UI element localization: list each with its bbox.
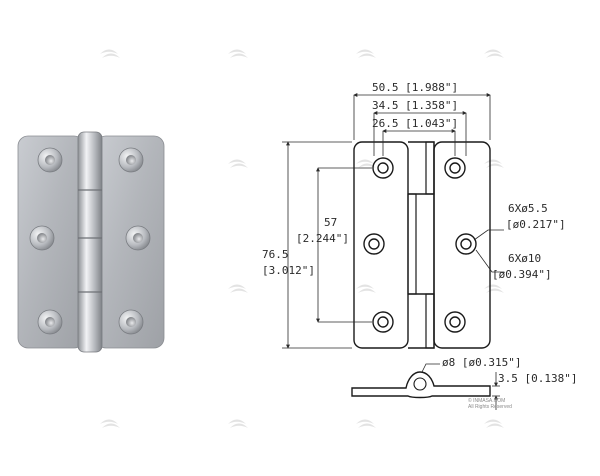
dim-hole-dia: 6Xø5.5 [508,202,548,215]
watermark-logo-icon [100,49,120,58]
drawing-knuckle [408,141,435,349]
screw-hole-icon [29,225,55,251]
screw-hole-icon [37,309,63,335]
drawing-hole-icon [363,233,385,255]
dimension-labels: 50.5 [1.988"] 34.5 [1.358"] 26.5 [1.043"… [262,81,577,385]
screw-hole-icon [118,147,144,173]
dim-overall-width: 50.5 [1.988"] [372,81,458,94]
drawing-hole-icon [444,157,466,179]
hinge-knuckle [77,131,103,353]
dim-holes-outer-width: 34.5 [1.358"] [372,99,458,112]
screw-hole-icon [37,147,63,173]
copyright-line2: All Rights Reserved [468,404,512,410]
drawing-holes [363,157,477,333]
dim-holes-height-mm: 57 [324,216,337,229]
drawing-hole-icon [444,311,466,333]
dim-hole-dia-in: [ø0.217"] [506,218,566,231]
drawing-hole-icon [372,157,394,179]
watermark-logos [100,49,504,428]
copyright-notice: © INMASA.COM All Rights Reserved [468,397,512,410]
screw-hole-icon [118,309,144,335]
hinge-photo [17,131,165,353]
screw-hole-icon [125,225,151,251]
dim-holes-inner-width: 26.5 [1.043"] [372,117,458,130]
dimension-lines [282,93,504,410]
dim-thickness: 3.5 [0.138"] [498,372,577,385]
drawing-hole-icon [372,311,394,333]
dim-overall-height-mm: 76.5 [262,248,289,261]
dim-overall-height-in: [3.012"] [262,264,315,277]
drawing-front-view [353,141,491,349]
dim-countersink-dia: 6Xø10 [508,252,541,265]
drawing-hole-icon [455,233,477,255]
copyright-line1: © INMASA.COM [468,397,505,404]
dim-pin-dia: ø8 [ø0.315"] [442,356,521,369]
drawing-plate-right [433,141,491,349]
countersunk-holes [29,147,151,335]
drawing-side-view [351,371,491,399]
dim-holes-height-in: [2.244"] [296,232,349,245]
dim-countersink-dia-in: [ø0.394"] [492,268,552,281]
